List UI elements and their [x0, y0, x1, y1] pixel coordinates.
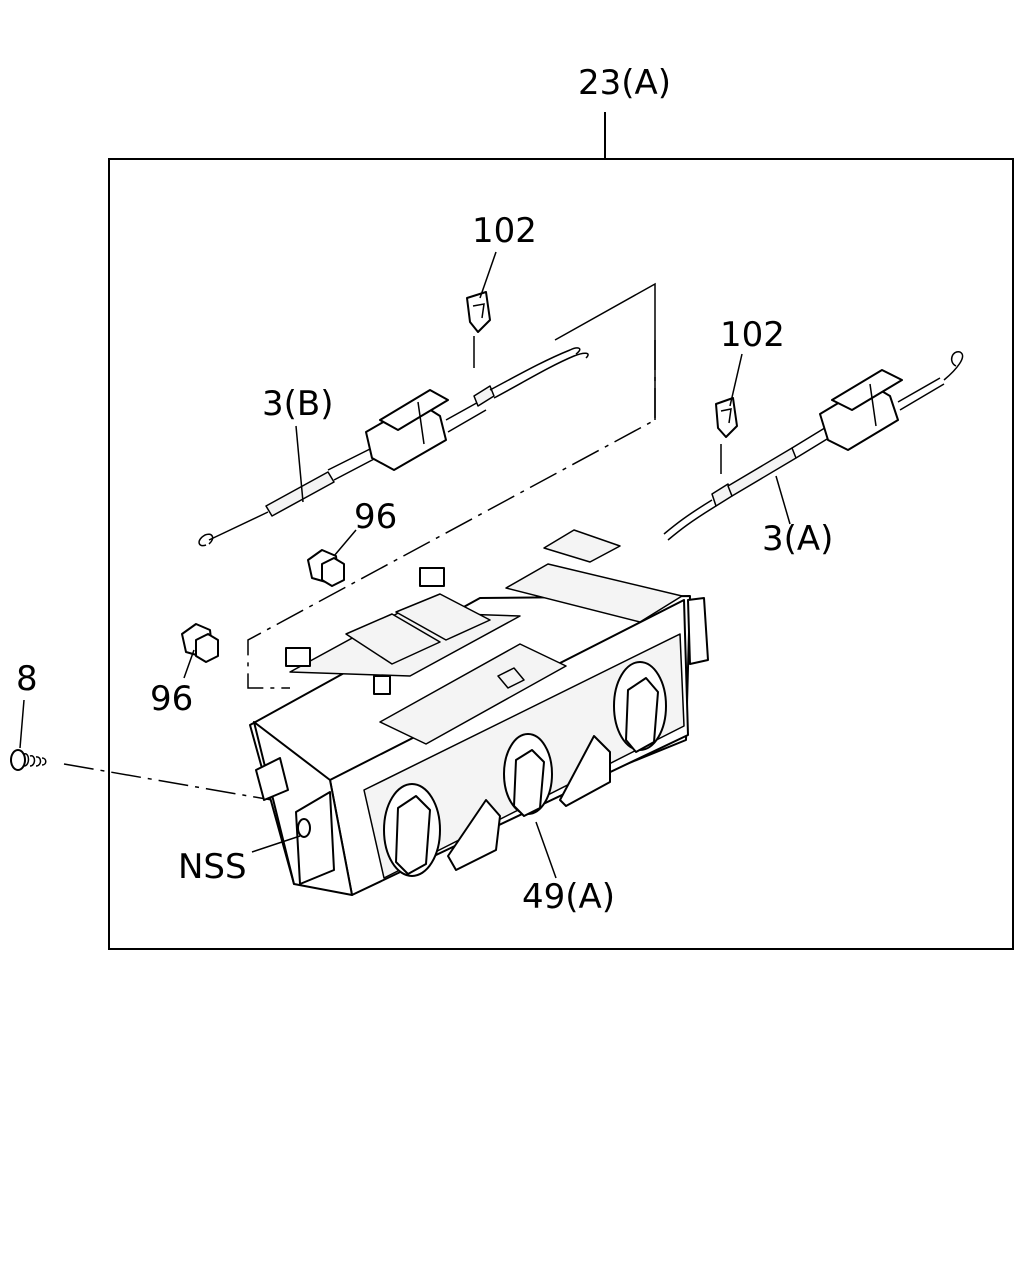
label-cable-3a: 3(A): [762, 519, 833, 559]
label-cable-3b: 3(B): [262, 384, 334, 424]
label-pin-96-lower: 96: [150, 679, 193, 719]
control-unit-49a: [249, 529, 709, 896]
reference-plane: [247, 282, 656, 689]
leader-screw-8: [19, 699, 25, 749]
leader-cable-3b: [295, 425, 304, 503]
leader-cable-3a: [775, 475, 791, 525]
leader-nss: [251, 835, 301, 853]
leader-clip-102-upper: [479, 251, 497, 299]
label-control-unit-49a: 49(A): [522, 877, 615, 917]
leader-control-unit-49a: [535, 821, 557, 879]
leader-pin-96-upper: [333, 529, 357, 557]
cable-3a: [663, 351, 964, 541]
clip-102-upper: [466, 291, 491, 368]
label-clip-102-right: 102: [720, 315, 785, 355]
label-pin-96-upper: 96: [354, 497, 397, 537]
screw-8: [10, 749, 47, 771]
cable-3b: [198, 347, 589, 547]
label-screw-8: 8: [16, 659, 38, 699]
label-clip-102-upper: 102: [472, 211, 537, 251]
label-assembly: 23(A): [578, 63, 671, 103]
assembly-frame: [108, 158, 1014, 950]
leader-pin-96-lower: [183, 649, 195, 679]
clip-102-right: [715, 397, 738, 474]
pin-96-upper: [307, 549, 345, 587]
label-nss: NSS: [178, 847, 247, 887]
pin-96-lower: [181, 623, 219, 663]
leader-clip-102-right: [729, 353, 743, 407]
